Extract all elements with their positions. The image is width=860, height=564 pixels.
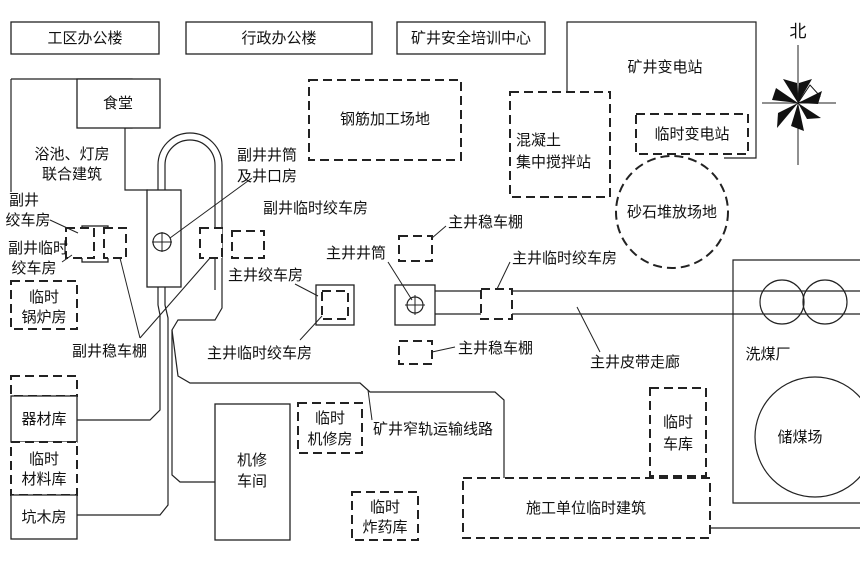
- north-arrow-icon: [762, 45, 836, 165]
- aux-stable-winch-label: 副井稳车棚: [72, 342, 147, 360]
- temp-material-box: [10, 441, 78, 496]
- temp-boiler-label-line1: 临时: [29, 288, 59, 306]
- concrete-plant-label-line1: 混凝土: [516, 131, 561, 149]
- main-temp-hoist-box: [480, 288, 513, 320]
- main-stable-winch-top-box: [398, 235, 433, 262]
- temp-material-label-line1: 临时: [29, 450, 59, 468]
- aux-track-left-2: [50, 290, 169, 516]
- gravel-yard-label: 砂石堆放场地: [627, 203, 717, 221]
- rebar-yard-label: 钢筋加工场地: [340, 110, 430, 128]
- repair-workshop-label-line1: 机修: [237, 451, 267, 469]
- canteen-box: [76, 78, 161, 129]
- aux-temp-hoist-label-line2: 绞车房: [11, 259, 56, 277]
- aux-track-right: [171, 290, 223, 483]
- north-label: 北: [790, 22, 807, 42]
- timber-house-box: [10, 494, 78, 540]
- temp-repair-label-line2: 机修房: [307, 430, 352, 448]
- main-hoist-house-inner: [321, 290, 349, 320]
- aux-shaft-loop-outer: [157, 132, 223, 290]
- main-stable-winch-bot-label: 主井稳车棚: [458, 339, 533, 357]
- gravel-yard-circle: [615, 155, 729, 269]
- mine-substation-outline: [566, 21, 757, 159]
- main-hoist-house-label: 主井绞车房: [228, 266, 303, 284]
- coal-storage-circle: [754, 376, 860, 498]
- timber-house-label: 坑木房: [21, 508, 66, 526]
- admin-office-box: [185, 21, 373, 55]
- temp-repair-label-line1: 临时: [315, 409, 345, 427]
- contractor-temp-label: 施工单位临时建筑: [526, 499, 646, 517]
- contractor-temp-box: [462, 477, 711, 539]
- temp-garage-label-line1: 临时: [663, 413, 693, 431]
- coal-storage-label: 储煤场: [777, 428, 822, 446]
- concrete-plant-label-line2: 集中搅拌站: [516, 153, 591, 171]
- aux-stable-winch-box-2: [199, 227, 223, 259]
- coal-washing-plant-outline: [732, 259, 860, 504]
- bath-label-line1: 浴池、灯房: [34, 145, 109, 163]
- aux-hoist-label-line2: 绞车房: [5, 211, 50, 229]
- main-temp-hoist-label-bot: 主井临时绞车房: [207, 344, 312, 362]
- aux-hoist-label-line1: 副井: [9, 191, 39, 209]
- temp-explosives-label-line1: 临时: [370, 498, 400, 516]
- temp-boiler-box: [10, 280, 78, 330]
- work-area-office-label: 工区办公楼: [47, 29, 122, 47]
- mine-substation-label: 矿井变电站: [627, 58, 702, 76]
- washing-silo-2: [802, 279, 848, 325]
- temp-substation-label: 临时变电站: [654, 125, 729, 143]
- training-center-box: [396, 21, 546, 55]
- washing-silo-1: [759, 279, 805, 325]
- aux-track-left-1: [50, 290, 161, 421]
- temp-garage-box: [649, 387, 707, 477]
- equipment-warehouse-box: [10, 395, 78, 443]
- aux-shaft-label-line2: 及井口房: [237, 167, 297, 185]
- aux-temp-hoist-label-line1: 副井临时: [8, 239, 68, 257]
- main-shaft-label: 主井井筒: [326, 244, 386, 262]
- coal-washing-plant-label: 洗煤厂: [745, 345, 790, 363]
- main-stable-winch-bot-box: [398, 340, 433, 365]
- aux-shaft-loop-inner: [164, 139, 216, 290]
- temp-explosives-label-line2: 炸药库: [362, 518, 407, 536]
- temp-explosives-box: [351, 491, 419, 541]
- aux-shaft-leader: [169, 177, 253, 239]
- concrete-plant-box: [509, 91, 611, 198]
- storage-top-dashed: [10, 375, 78, 397]
- canteen-label: 食堂: [103, 94, 133, 112]
- temp-garage-label-line2: 车库: [663, 435, 693, 453]
- temp-boiler-label-line2: 锅炉房: [21, 308, 66, 326]
- aux-temp-hoist-box: [65, 227, 95, 259]
- repair-workshop-box: [214, 403, 291, 541]
- rebar-yard-box: [308, 79, 462, 161]
- work-area-office-box: [10, 21, 160, 55]
- temp-material-label-line2: 材料库: [21, 470, 66, 488]
- aux-temp-hoist-right-label: 副井临时绞车房: [263, 199, 368, 217]
- aux-temp-hoist-right-box: [231, 230, 265, 259]
- aux-shaft-label-line1: 副井井筒: [237, 146, 297, 164]
- main-stable-winch-top-label: 主井稳车棚: [448, 213, 523, 231]
- aux-stable-winch-box-1: [103, 227, 127, 259]
- narrow-gauge-label: 矿井窄轨运输线路: [373, 420, 493, 438]
- equipment-warehouse-label: 器材库: [21, 410, 66, 428]
- training-center-label: 矿井安全培训中心: [411, 29, 531, 47]
- repair-workshop-label-line2: 车间: [237, 472, 267, 490]
- temp-substation-box: [635, 113, 749, 155]
- main-temp-hoist-label-top: 主井临时绞车房: [512, 249, 617, 267]
- temp-repair-box: [297, 402, 363, 454]
- belt-corridor-label: 主井皮带走廊: [590, 353, 680, 371]
- aux-shaft-headframe-box: [146, 189, 182, 288]
- admin-office-label: 行政办公楼: [241, 29, 316, 47]
- bath-label-line2: 联合建筑: [42, 165, 102, 183]
